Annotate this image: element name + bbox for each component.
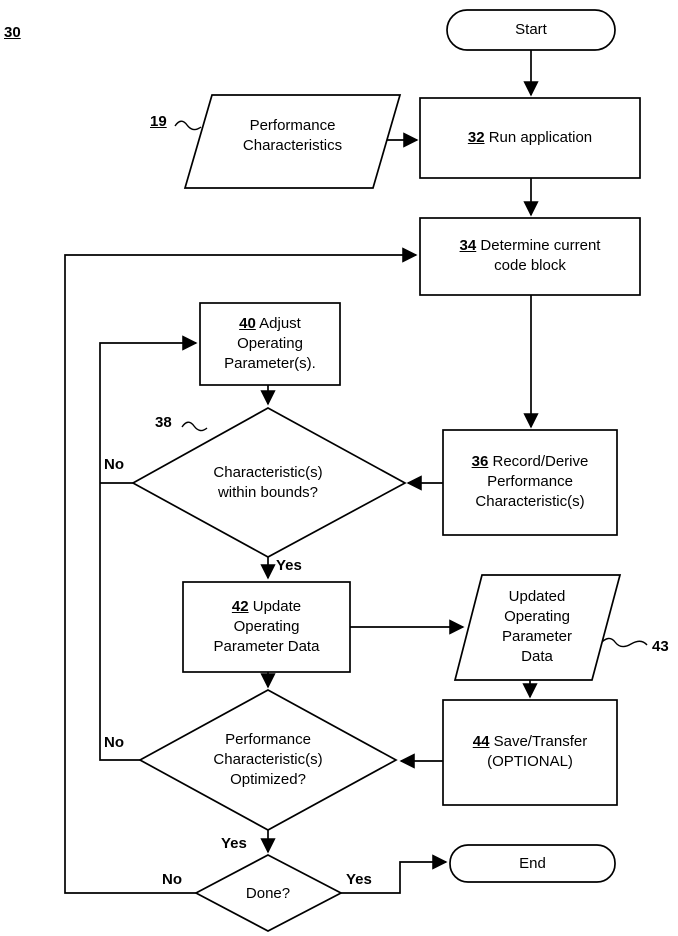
text-segment: Determine current — [480, 237, 601, 254]
done-no-label: No — [162, 871, 182, 888]
edge-no-loop-to-adjust — [99, 335, 198, 761]
done-decision-label: Done? — [245, 885, 291, 902]
edge-done-no-loop-to-determine — [64, 247, 418, 894]
save-transfer-label: 44 Save/Transfer (OPTIONAL) — [443, 732, 617, 772]
bounds-yes-label: Yes — [276, 557, 302, 574]
updated-parameter-data-parallelogram — [453, 574, 622, 681]
text-segment: Run application — [488, 129, 593, 146]
adjust-parameters-box — [199, 302, 341, 386]
end-terminator-shape — [449, 844, 616, 883]
done-diamond — [194, 854, 343, 932]
ref-19-label: 19 — [150, 113, 167, 130]
text-line: 32 Run application — [420, 128, 640, 148]
updated-parameter-data-label: Updated Operating Parameter Data — [457, 587, 617, 667]
text-line: 42 Update — [183, 597, 350, 617]
text-segment: Adjust — [259, 315, 301, 332]
text-segment: Update — [252, 598, 302, 615]
ref-43-label: 43 — [652, 638, 669, 655]
run-application-box — [419, 97, 641, 179]
adjust-parameters-label: 40 Adjust Operating Parameter(s). — [200, 314, 340, 374]
start-terminator-label: Start — [515, 21, 547, 38]
text-line: Parameter Data — [213, 638, 320, 655]
optimized-yes-label: Yes — [221, 835, 247, 852]
start-terminator-shape — [446, 9, 616, 51]
text-line: Performance — [487, 473, 573, 490]
text-line: Operating — [233, 618, 300, 635]
record-derive-label: 36 Record/Derive Performance Characteris… — [443, 452, 617, 512]
performance-characteristics-label: Performance Characteristics — [205, 116, 380, 156]
ref-40-label: 40 — [239, 315, 256, 332]
squiggle-ref-43 — [599, 637, 648, 648]
optimized-no-label: No — [104, 734, 124, 751]
text-line: Parameter(s). — [224, 355, 316, 372]
performance-characteristics-parallelogram — [183, 94, 402, 189]
optimized-diamond — [138, 689, 398, 831]
text-line: Parameter — [501, 628, 573, 645]
within-bounds-label: Characteristic(s) within bounds? — [168, 463, 368, 503]
determine-code-block-label: 34 Determine current code block — [420, 236, 640, 276]
determine-code-block-box — [419, 217, 641, 296]
ref-42-label: 42 — [231, 598, 249, 615]
within-bounds-diamond — [131, 407, 407, 558]
figure-ref-label: 30 — [4, 24, 21, 41]
text-line: Data — [521, 648, 553, 665]
update-parameter-data-label: 42 Update Operating Parameter Data — [183, 597, 350, 657]
text-line: 34 Determine current — [420, 236, 640, 256]
record-derive-box — [442, 429, 618, 536]
text-line: 36 Record/Derive — [443, 452, 617, 472]
edge-done-yes-to-end — [341, 854, 448, 894]
text-line: (OPTIONAL) — [487, 753, 573, 770]
update-parameter-data-box — [182, 581, 351, 673]
text-line: Characteristic(s) — [475, 493, 585, 510]
text-line: Operating — [504, 608, 570, 625]
ref-34-label: 34 — [459, 237, 477, 254]
text-line: code block — [494, 257, 566, 274]
text-line: Operating — [237, 335, 303, 352]
optimized-decision-label: Performance Characteristic(s) Optimized? — [168, 730, 368, 790]
text-segment: Save/Transfer — [493, 733, 588, 750]
done-yes-label: Yes — [346, 871, 372, 888]
ref-44-label: 44 — [472, 733, 490, 750]
ref-38-label: 38 — [155, 414, 172, 431]
squiggle-ref-19 — [174, 120, 202, 131]
text-line: Characteristics — [242, 137, 343, 154]
ref-36-label: 36 — [471, 453, 489, 470]
text-line: Performance — [225, 731, 311, 748]
text-line: Performance — [249, 117, 336, 134]
ref-32-label: 32 — [467, 129, 485, 146]
bounds-no-label: No — [104, 456, 124, 473]
text-line: Characteristic(s) — [213, 751, 323, 768]
text-line: within bounds? — [217, 484, 319, 501]
squiggle-ref-38 — [181, 421, 208, 432]
text-line: Optimized? — [230, 771, 306, 788]
run-application-label: 32 Run application — [420, 128, 640, 148]
save-transfer-box — [442, 699, 618, 806]
text-segment: Record/Derive — [492, 453, 589, 470]
text-line: 44 Save/Transfer — [443, 732, 617, 752]
end-terminator-label: End — [519, 855, 546, 872]
text-line: 40 Adjust — [200, 314, 340, 334]
text-line: Characteristic(s) — [213, 464, 323, 481]
text-line: Updated — [508, 588, 566, 605]
